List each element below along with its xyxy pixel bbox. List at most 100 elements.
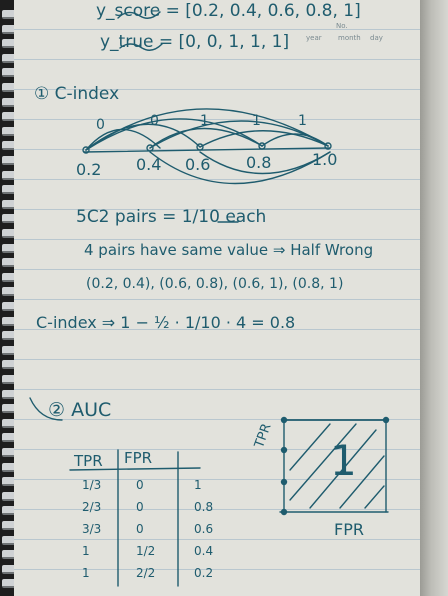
hatch-5 xyxy=(364,485,385,509)
table-header-rule xyxy=(69,467,201,471)
page-edge-shadow xyxy=(420,0,448,596)
score-0-2: 0.2 xyxy=(76,160,102,179)
roc-x-label: FPR xyxy=(334,520,364,539)
section1-title: ① C-index xyxy=(34,84,120,104)
roc-point-2 xyxy=(280,446,288,454)
day-label: day xyxy=(370,34,383,42)
binding-ring xyxy=(2,214,16,224)
cindex-line: C-index ⇒ 1 − ½ · 1/10 · 4 = 0.8 xyxy=(36,313,296,332)
binding-ring xyxy=(2,375,16,384)
binding-ring xyxy=(2,448,16,457)
y-true-line: y_true = [0, 0, 1, 1, 1] xyxy=(100,32,290,52)
label-1-c: 1 xyxy=(298,113,307,129)
table-cell: 2/3 xyxy=(82,500,102,514)
arc-below-1 xyxy=(149,151,331,185)
table-cell: 1/2 xyxy=(136,544,156,558)
table-cell: 0.4 xyxy=(194,544,214,558)
strike-true xyxy=(119,43,163,51)
arc-3 xyxy=(85,123,201,151)
pair-list-line: (0.2, 0.4), (0.6, 0.8), (0.6, 1), (0.8, … xyxy=(86,276,344,292)
hatch-2 xyxy=(289,423,357,501)
arc-7 xyxy=(199,130,329,148)
binding-ring xyxy=(2,331,16,341)
label-0-a: 0 xyxy=(96,117,105,133)
binding-ring xyxy=(2,477,16,487)
binding-ring xyxy=(2,53,16,63)
binding-ring xyxy=(2,39,16,49)
table-cell: 0 xyxy=(136,522,144,536)
score-0-8: 0.8 xyxy=(246,153,272,172)
no-label: No. xyxy=(336,22,348,30)
node-0-4 xyxy=(146,144,154,152)
arc-2 xyxy=(85,128,161,151)
table-cell: 1 xyxy=(82,544,90,558)
section2-title: ② AUC xyxy=(48,399,112,421)
table-cell: 0.8 xyxy=(194,500,214,514)
arc-8 xyxy=(261,133,329,147)
table-cell: 0 xyxy=(136,500,144,514)
node-0-2 xyxy=(82,146,90,154)
binding-ring xyxy=(2,550,16,560)
roc-point-5 xyxy=(280,508,288,516)
binding-ring xyxy=(2,170,16,180)
binding-ring xyxy=(2,229,16,238)
binding-ring xyxy=(2,68,16,78)
binding-ring xyxy=(2,287,16,297)
table-cell: 3/3 xyxy=(82,522,102,536)
binding-ring xyxy=(2,243,16,253)
same-value-line: 4 pairs have same value ⇒ Half Wrong xyxy=(84,241,374,259)
score-0-6: 0.6 xyxy=(185,155,211,174)
binding-ring xyxy=(2,345,16,355)
binding-ring xyxy=(2,521,16,530)
roc-point-3 xyxy=(280,478,288,486)
binding-ring xyxy=(2,564,16,574)
table-cell: 1 xyxy=(82,566,90,580)
binding-ring xyxy=(2,418,16,428)
binding-ring xyxy=(2,491,16,501)
binding-ring xyxy=(2,258,16,268)
binding-ring xyxy=(2,404,16,414)
binding-ring xyxy=(2,141,16,151)
binding-ring xyxy=(2,535,16,545)
node-1-0 xyxy=(324,142,332,150)
binding-ring xyxy=(2,360,16,370)
arc-5 xyxy=(149,127,263,149)
label-1-b: 1 xyxy=(252,113,261,129)
binding-ring xyxy=(2,272,16,282)
binding-ring xyxy=(2,83,16,92)
hatch-4 xyxy=(339,455,385,509)
binding-ring xyxy=(2,10,16,19)
roc-area-label: 1 xyxy=(330,436,357,485)
table-header-fpr: FPR xyxy=(124,449,153,467)
hatch-3 xyxy=(309,429,377,509)
strike-score xyxy=(117,11,161,19)
binding-ring xyxy=(2,389,16,399)
cindex-baseline xyxy=(83,147,331,153)
binding-ring xyxy=(2,24,16,34)
node-0-6 xyxy=(196,143,204,151)
roc-point-4 xyxy=(382,416,390,424)
binding-ring xyxy=(2,433,16,443)
binding-ring xyxy=(2,462,16,472)
binding-ring xyxy=(2,506,16,516)
binding-ring xyxy=(2,156,16,165)
arc-4 xyxy=(85,118,263,151)
arc-below-2 xyxy=(199,151,331,175)
table-cell: 1/3 xyxy=(82,478,102,492)
binding-ring xyxy=(2,126,16,136)
score-1-0: 1.0 xyxy=(312,150,338,169)
roc-curve-box xyxy=(283,419,387,513)
table-cell: 0.2 xyxy=(194,566,214,580)
roc-point-1 xyxy=(280,416,288,424)
table-cell: 1 xyxy=(194,478,202,492)
binding-ring xyxy=(2,316,16,326)
binding-ring xyxy=(2,112,16,122)
score-0-4: 0.4 xyxy=(136,155,162,174)
table-cell: 2/2 xyxy=(136,566,156,580)
section2-bracket xyxy=(29,397,63,421)
binding-ring xyxy=(2,199,16,209)
table-header-tpr: TPR xyxy=(74,452,103,470)
hatch-1 xyxy=(289,423,331,471)
table-cell: 0.6 xyxy=(194,522,214,536)
